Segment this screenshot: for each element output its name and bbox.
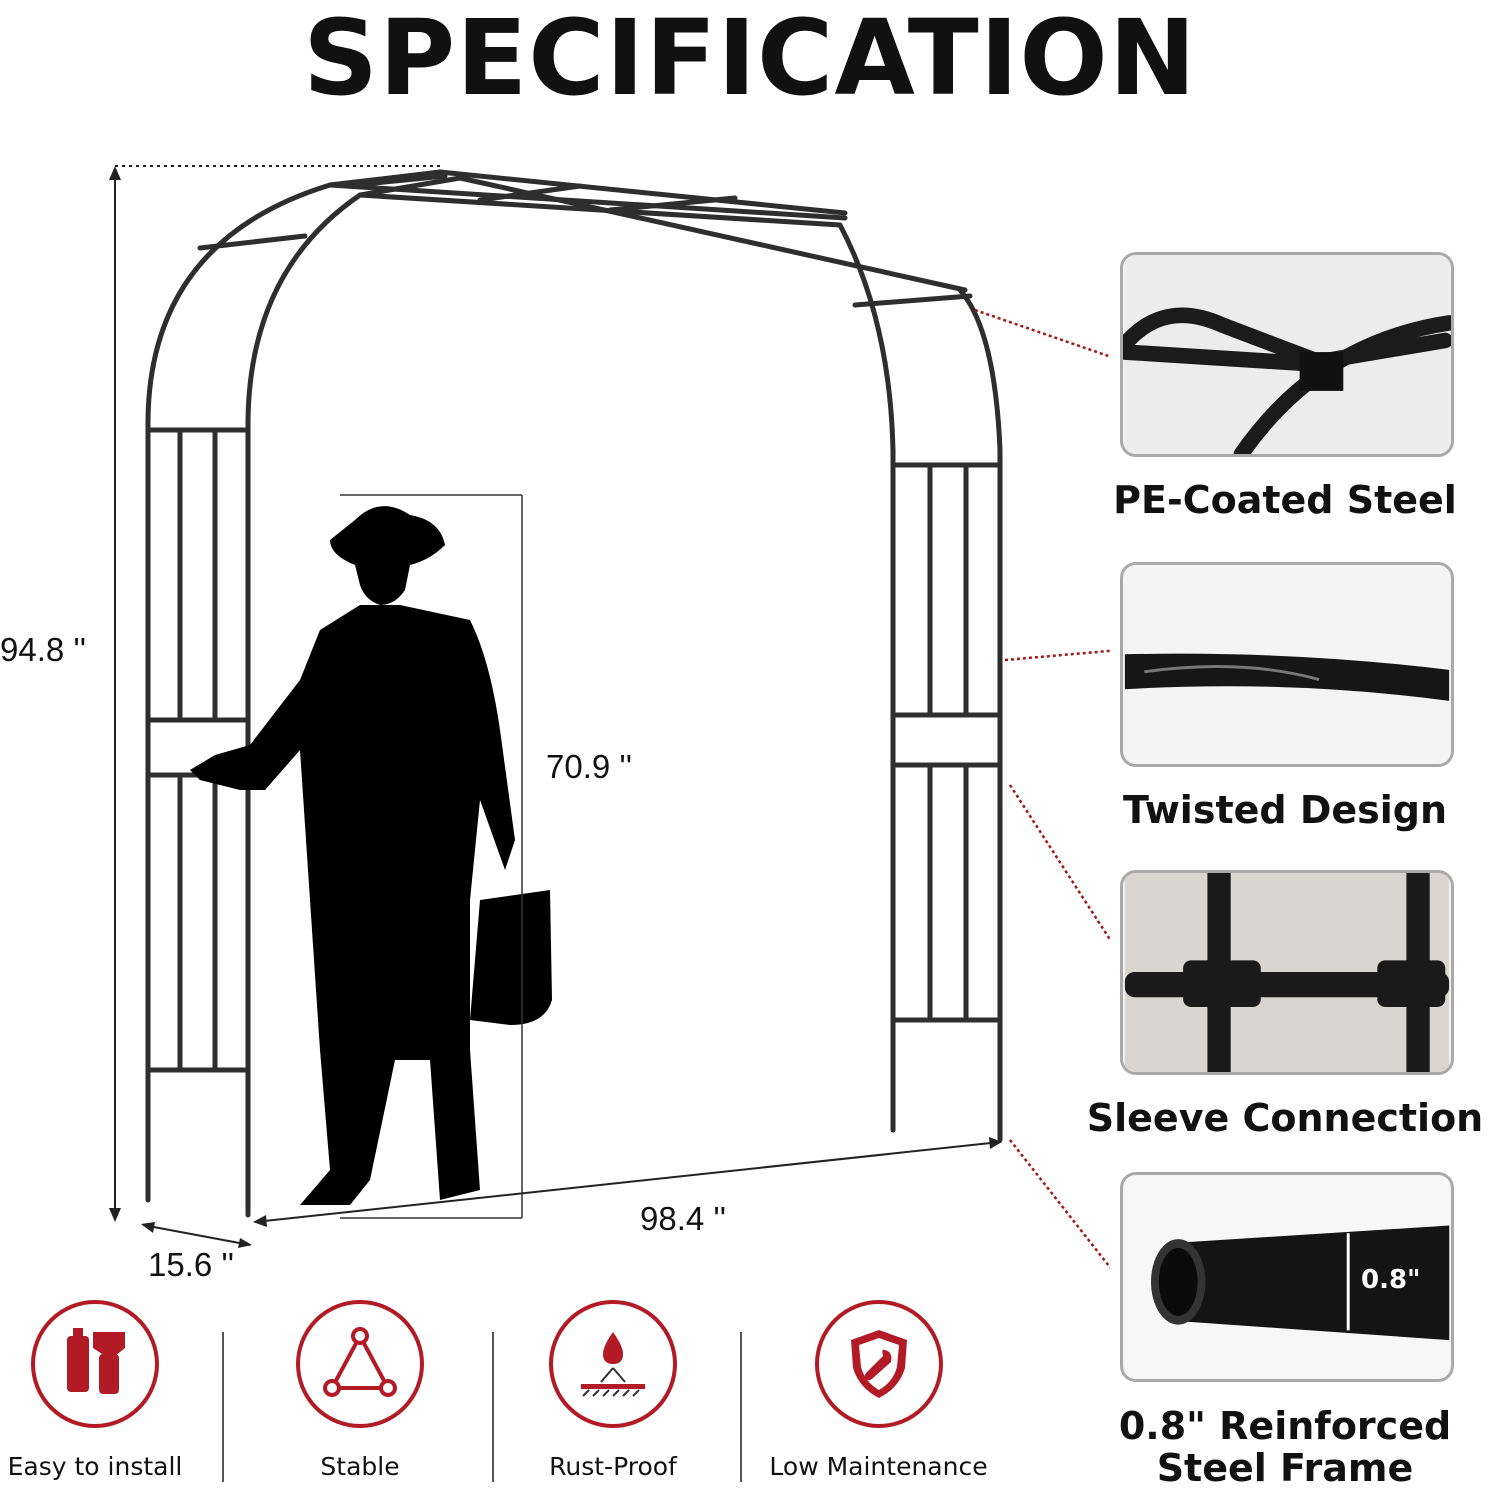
feature-divider — [492, 1332, 494, 1482]
feature-low-maintenance: Low Maintenance — [756, 1300, 1001, 1490]
detail-label-sleeve-connection: Sleeve Connection — [1086, 1096, 1484, 1140]
arch-frame — [145, 169, 1003, 1218]
person-silhouette — [190, 506, 552, 1205]
arch-illustration — [109, 165, 1110, 1270]
shield-wrench-icon — [814, 1300, 943, 1428]
pipe-size-label: 0.8" — [1361, 1265, 1421, 1295]
feature-label-low-maintenance: Low Maintenance — [769, 1452, 988, 1481]
height-dimension-label: 94.8 '' — [0, 631, 86, 668]
person-height-label: 70.9 '' — [546, 748, 632, 785]
page-title: SPECIFICATION — [303, 0, 1197, 119]
detail-image-steel-pipe: 0.8" — [1120, 1172, 1454, 1382]
triangle-icon — [296, 1300, 424, 1428]
feature-label-easy-to-install: Easy to install — [7, 1452, 183, 1481]
detail-label-twisted-design: Twisted Design — [1122, 788, 1448, 832]
feature-easy-to-install: Easy to install — [0, 1300, 210, 1490]
width-dimension-label: 98.4 '' — [640, 1200, 726, 1237]
rust-proof-icon — [549, 1300, 677, 1428]
detail-image-pe-coated-steel — [1120, 252, 1454, 457]
leader-lines — [974, 308, 1110, 1270]
feature-label-stable: Stable — [320, 1452, 400, 1481]
detail-image-twisted-design — [1120, 562, 1454, 767]
detail-image-sleeve-connection — [1120, 870, 1454, 1075]
feature-stable: Stable — [245, 1300, 475, 1490]
feature-label-rust-proof: Rust-Proof — [549, 1452, 677, 1481]
feature-rust-proof: Rust-Proof — [498, 1300, 728, 1490]
feature-divider — [222, 1332, 224, 1482]
feature-divider — [740, 1332, 742, 1482]
detail-label-reinforced-line1: 0.8" Reinforced — [1118, 1404, 1452, 1448]
tools-icon — [31, 1300, 159, 1428]
detail-label-pe-coated-steel: PE-Coated Steel — [1113, 478, 1457, 522]
detail-label-reinforced-line2: Steel Frame — [1156, 1446, 1414, 1490]
depth-dimension-label: 15.6 '' — [148, 1246, 234, 1283]
